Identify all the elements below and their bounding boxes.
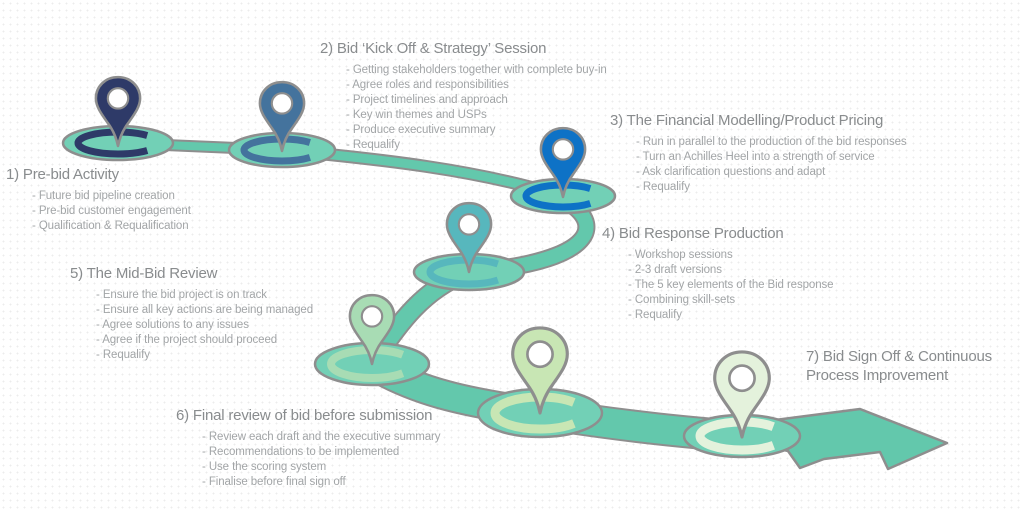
bullet: - Recommendations to be implemented xyxy=(202,445,400,458)
pin-stop-5 xyxy=(313,293,431,387)
bullet: - Combining skill-sets xyxy=(628,293,736,306)
stage-3-block: 3) The Financial Modelling/Product Prici… xyxy=(610,112,907,195)
pin-stop-2 xyxy=(227,80,337,169)
stage-6-title: 6) Final review of bid before submission xyxy=(176,407,433,424)
stage-2-title: 2) Bid ‘Kick Off & Strategy’ Session xyxy=(320,40,547,57)
bullet: - Pre-bid customer engagement xyxy=(32,204,191,217)
bullet: - Ensure all key actions are being manag… xyxy=(96,303,313,316)
bullet: - Use the scoring system xyxy=(202,460,327,473)
bullet: - Turn an Achilles Heel into a strength … xyxy=(636,150,875,163)
bullet: - 2-3 draft versions xyxy=(628,263,722,276)
stage-5-title: 5) The Mid-Bid Review xyxy=(70,265,218,282)
pin-4-icon xyxy=(445,201,493,274)
bullet: - Agree roles and responsibilities xyxy=(346,78,509,91)
pin-stop-1 xyxy=(61,75,175,162)
stage-2-block: 2) Bid ‘Kick Off & Strategy’ Session - G… xyxy=(320,40,607,153)
bullet: - Produce executive summary xyxy=(346,123,496,136)
stage-1-title: 1) Pre-bid Activity xyxy=(6,166,119,183)
bullet: - Qualification & Requalification xyxy=(32,219,189,232)
bullet: - Project timelines and approach xyxy=(346,93,508,106)
pin-7-icon xyxy=(713,350,771,439)
bullet: - Workshop sessions xyxy=(628,248,733,261)
pin-stop-7 xyxy=(682,350,802,459)
pin-1-icon xyxy=(94,75,142,148)
arrow-icon xyxy=(773,407,949,471)
pin-2-icon xyxy=(258,80,306,153)
bullet: - Requalify xyxy=(346,138,400,151)
stage-4-block: 4) Bid Response Production - Workshop se… xyxy=(602,225,834,323)
pin-stop-6 xyxy=(476,326,604,439)
stage-3-title: 3) The Financial Modelling/Product Prici… xyxy=(610,112,884,129)
bullet: - Run in parallel to the production of t… xyxy=(636,135,907,148)
bullet: - Finalise before final sign off xyxy=(202,475,346,488)
bullet: - Ensure the bid project is on track xyxy=(96,288,267,301)
stage-4-title: 4) Bid Response Production xyxy=(602,225,784,242)
stage-5-bullets: - Ensure the bid project is on track - E… xyxy=(96,288,313,363)
bullet: - Requalify xyxy=(628,308,682,321)
stage-3-bullets: - Run in parallel to the production of t… xyxy=(636,135,907,195)
bullet: - Requalify xyxy=(96,348,150,361)
bullet: - The 5 key elements of the Bid response xyxy=(628,278,834,291)
stage-2-bullets: - Getting stakeholders together with com… xyxy=(346,63,607,153)
bullet: - Agree if the project should proceed xyxy=(96,333,278,346)
stage-5-block: 5) The Mid-Bid Review - Ensure the bid p… xyxy=(70,265,313,363)
stage-1-bullets: - Future bid pipeline creation - Pre-bid… xyxy=(32,189,191,234)
pin-stop-4 xyxy=(412,201,526,292)
bullet: - Ask clarification questions and adapt xyxy=(636,165,826,178)
stage-6-block: 6) Final review of bid before submission… xyxy=(176,407,440,490)
bullet: - Requalify xyxy=(636,180,690,193)
pin-3-icon xyxy=(539,126,587,199)
pin-5-icon xyxy=(348,293,396,366)
bullet: - Future bid pipeline creation xyxy=(32,189,175,202)
bullet: - Key win themes and USPs xyxy=(346,108,487,121)
pin-6-icon xyxy=(511,326,569,415)
stage-1-block: 1) Pre-bid Activity - Future bid pipelin… xyxy=(6,166,191,234)
bullet: - Getting stakeholders together with com… xyxy=(346,63,607,76)
pin-stop-3 xyxy=(509,126,617,215)
stage-7-block: 7) Bid Sign Off & Continuous Process Imp… xyxy=(806,348,1006,386)
stage-7-title: 7) Bid Sign Off & Continuous Process Imp… xyxy=(806,348,992,384)
bullet: - Review each draft and the executive su… xyxy=(202,430,441,443)
stage-4-bullets: - Workshop sessions - 2-3 draft versions… xyxy=(628,248,834,323)
bullet: - Agree solutions to any issues xyxy=(96,318,249,331)
stage-6-bullets: - Review each draft and the executive su… xyxy=(202,430,440,490)
